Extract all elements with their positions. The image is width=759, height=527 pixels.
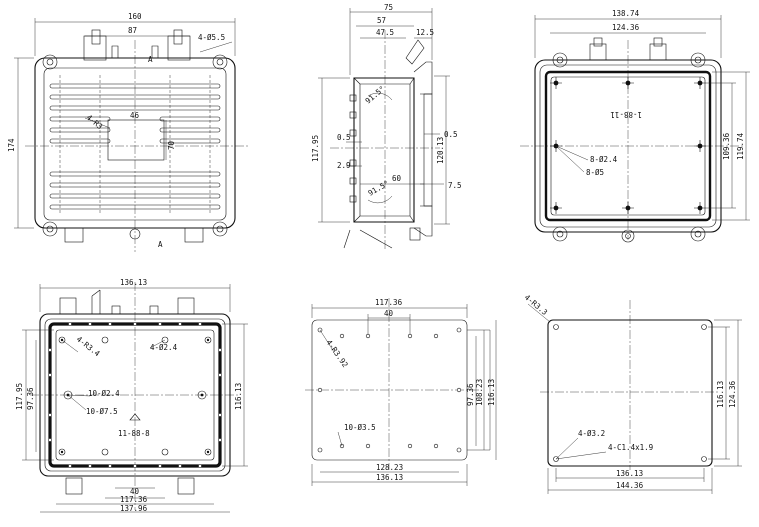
- bl-width2-dim: 117.36: [120, 495, 148, 504]
- bl-h-right-dim: 116.13: [234, 383, 243, 410]
- mounting-plate-view: 117.36 40 4-R3.92 97.36 108.23 116.13 10…: [305, 298, 497, 486]
- plate-w1-dim: 128.23: [376, 463, 403, 472]
- side-width-dim: 75: [384, 3, 393, 12]
- lid-radius-note: 4-R3.3: [523, 293, 550, 317]
- lid-h2-dim: 124.36: [728, 380, 737, 408]
- bl-width3-dim: 137.96: [120, 504, 148, 513]
- front-inner-dim: 87: [128, 26, 137, 35]
- bottom-left-view: 136.13 117.95 97.36 116.13 4-R3.4 4-Ø2.4…: [15, 278, 248, 513]
- side-t4-dim: 7.5: [448, 181, 462, 190]
- lid-chamfer-note: 4-C1.4x1.9: [608, 443, 653, 452]
- side-t2-dim: 0.5: [444, 130, 458, 139]
- plate-w2-dim: 136.13: [376, 473, 403, 482]
- side-section-view: 75 57 47.5 12.5 117.95 120.13 91.5° 91.5…: [311, 3, 462, 250]
- side-depth-dim: 60: [392, 174, 402, 183]
- plate-radius-note: 4-R3.92: [324, 338, 350, 369]
- front-view: 160 87 4-Ø5.5 174 46 70 4-R3 A A: [7, 12, 248, 252]
- side-t3-dim: 2.9: [337, 161, 351, 170]
- bl-radius-note: 4-R3.4: [75, 334, 102, 358]
- inside-width-dim: 138.74: [612, 9, 640, 18]
- lid-hole-note: 4-Ø3.2: [578, 429, 605, 438]
- inside-hole2-note: 8-Ø5: [586, 168, 604, 177]
- side-edge-dim: 12.5: [416, 28, 434, 37]
- plate-h2-dim: 108.23: [475, 379, 484, 406]
- section-mark-bottom: A: [158, 240, 163, 249]
- front-label-b: 70: [167, 140, 176, 150]
- inside-hole1-note: 8-Ø2.4: [590, 155, 618, 164]
- lid-w1-dim: 136.13: [616, 469, 643, 478]
- lid-view: 4-R3.3 4-Ø3.2 4-C1.4x1.9 116.13 124.36 1…: [523, 293, 742, 494]
- front-radius-tag: 4-R3: [85, 113, 105, 132]
- inside-mark-text: 1-88-11: [610, 110, 642, 119]
- bl-h-left-dim: 117.95: [15, 383, 24, 410]
- inside-h2-dim: 119.74: [736, 132, 745, 160]
- front-label-a: 46: [130, 111, 140, 120]
- side-angle-bottom: 91.5°: [367, 179, 391, 198]
- side-angle-top: 91.5°: [364, 84, 387, 105]
- bl-hole-c-note: 10-Ø7.5: [86, 407, 118, 416]
- lid-h1-dim: 116.13: [716, 381, 725, 408]
- inside-view: 138.74 124.36 109.36 119.74 8-Ø2.4 8-Ø5 …: [520, 9, 750, 243]
- side-height-dim: 117.95: [311, 135, 320, 162]
- side-inner2-dim: 47.5: [376, 28, 394, 37]
- bl-hole-b-note: 10-Ø2.4: [88, 389, 120, 398]
- bl-hole-a-note: 4-Ø2.4: [150, 343, 178, 352]
- bl-mark-text: 11-88-8: [118, 429, 150, 438]
- side-inner-dim: 57: [377, 16, 386, 25]
- bl-width-dim: 136.13: [120, 278, 147, 287]
- plate-h3-dim: 116.13: [487, 379, 496, 406]
- front-width-dim: 160: [128, 12, 142, 21]
- lid-w2-dim: 144.36: [616, 481, 644, 490]
- plate-h1-dim: 97.36: [466, 383, 475, 406]
- plate-holes-note: 10-Ø3.5: [344, 423, 376, 432]
- side-t1-dim: 0.5: [337, 133, 351, 142]
- plate-width-dim: 117.36: [375, 298, 403, 307]
- inside-width2-dim: 124.36: [612, 23, 640, 32]
- plate-mid-dim: 40: [384, 309, 394, 318]
- section-mark-top: A: [148, 55, 153, 64]
- front-height-dim: 174: [7, 138, 16, 152]
- bl-mid-dim: 40: [130, 487, 140, 496]
- bl-h-left2-dim: 97.36: [26, 387, 35, 410]
- inside-h1-dim: 109.36: [722, 132, 731, 160]
- front-screw-note: 4-Ø5.5: [198, 33, 225, 42]
- side-height2-dim: 120.13: [436, 137, 445, 164]
